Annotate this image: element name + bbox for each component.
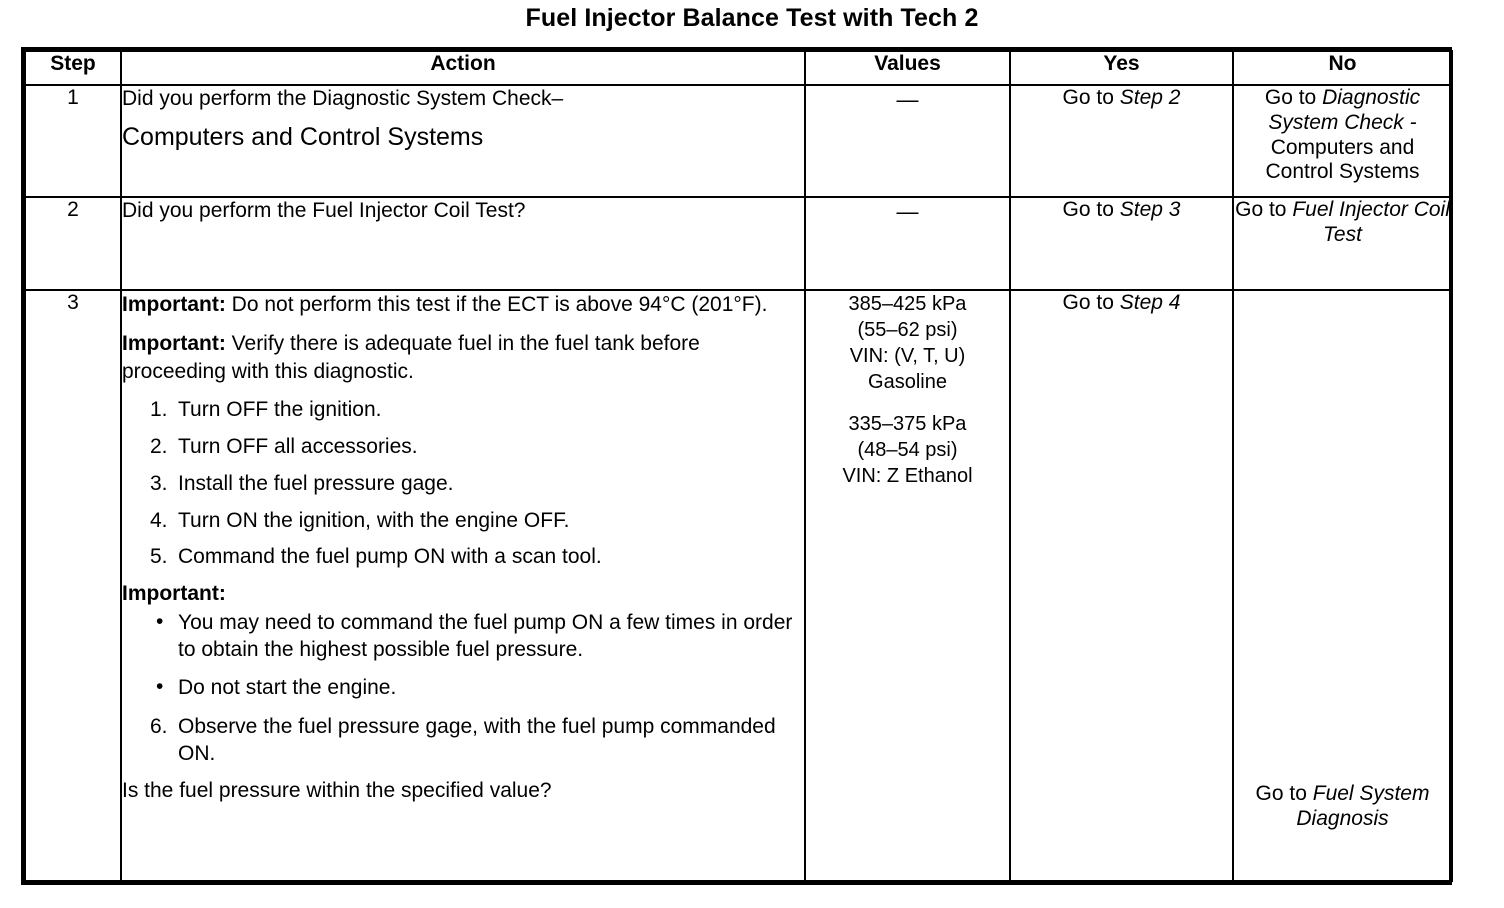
values-cell: —	[804, 84, 1011, 198]
action-cell: Important: Do not perform this test if t…	[120, 289, 806, 882]
list-item-text: Command the fuel pump ON with a scan too…	[178, 545, 602, 569]
yes-cell: Go to Step 2	[1009, 84, 1234, 198]
values-group-ethanol: 335–375 kPa (48–54 psi) VIN: Z Ethanol	[806, 411, 1009, 489]
values-dash: —	[896, 87, 919, 112]
list-item: 1. Turn OFF the ignition.	[122, 397, 804, 424]
table-row: 1 Did you perform the Diagnostic System …	[24, 84, 1453, 198]
no-goto-target-suffix[interactable]: Computers and Control Systems	[1265, 135, 1420, 184]
numbered-step-list-a: 1. Turn OFF the ignition. 2. Turn OFF all …	[122, 397, 804, 571]
yes-goto-target[interactable]: Step 2	[1119, 86, 1181, 109]
list-item-number: 2.	[150, 434, 168, 458]
action-text-line-1: Did you perform the Diagnostic System Ch…	[122, 87, 564, 110]
step-number-cell: 3	[24, 289, 122, 882]
no-cell: Go to Diagnostic System Check - Computer…	[1232, 84, 1453, 198]
yes-goto-prefix: Go to	[1062, 198, 1120, 221]
action-text-line-2: Computers and Control Systems	[122, 123, 484, 152]
list-item-number: 6.	[150, 715, 168, 739]
no-goto-target[interactable]: Fuel System Diagnosis	[1296, 782, 1430, 831]
important-note-1: Important: Do not perform this test if t…	[122, 291, 804, 318]
values-cell: —	[804, 196, 1011, 291]
column-header-step: Step	[24, 50, 122, 86]
values-line: Gasoline	[868, 371, 947, 393]
values-cell: 385–425 kPa (55–62 psi) VIN: (V, T, U) G…	[804, 289, 1011, 882]
action-question: Is the fuel pressure within the specifie…	[122, 779, 552, 803]
important-label: Important:	[122, 332, 226, 356]
list-item-text: You may need to command the fuel pump ON…	[178, 610, 793, 661]
list-item-text: Install the fuel pressure gage.	[178, 471, 454, 495]
action-cell: Did you perform the Fuel Injector Coil T…	[120, 196, 806, 291]
list-item-number: 3.	[150, 471, 168, 495]
list-item-number: 1.	[150, 397, 168, 421]
yes-goto-target[interactable]: Step 3	[1119, 198, 1181, 221]
table-header: Step Action Values Yes No	[24, 50, 1453, 86]
list-item: • You may need to command the fuel pump O…	[122, 610, 804, 664]
procedure-table-container: Step Action Values Yes No 1 Did you perf…	[21, 47, 1453, 885]
action-cell: Did you perform the Diagnostic System Ch…	[120, 84, 806, 198]
column-header-action: Action	[120, 50, 806, 86]
values-line: VIN: (V, T, U)	[849, 345, 966, 367]
important-text: Do not perform this test if the ECT is a…	[225, 293, 768, 316]
page-title: Fuel Injector Balance Test with Tech 2	[525, 4, 979, 32]
yes-goto-prefix: Go to	[1062, 86, 1120, 109]
list-item-number: 4.	[150, 508, 168, 532]
important-note-2: Important: Verify there is adequate fuel…	[122, 330, 804, 385]
values-dash: —	[896, 199, 919, 224]
important-note-3-label: Important:	[122, 582, 226, 606]
values-line: 335–375 kPa	[848, 413, 967, 435]
values-line: VIN: Z Ethanol	[842, 465, 973, 487]
no-cell: Go to Fuel Injector Coil Test	[1232, 196, 1453, 291]
column-header-no: No	[1232, 50, 1453, 86]
list-item-text: Turn ON the ignition, with the engine OF…	[178, 508, 570, 532]
no-goto-prefix: Go to	[1235, 198, 1293, 221]
no-cell: Go to Fuel System Diagnosis	[1232, 289, 1453, 882]
list-item: 4. Turn ON the ignition, with the engine …	[122, 508, 804, 535]
bullet-list: • You may need to command the fuel pump O…	[122, 610, 804, 703]
table-row: 2 Did you perform the Fuel Injector Coil…	[24, 196, 1453, 291]
step-number-cell: 2	[24, 196, 122, 291]
yes-goto-prefix: Go to	[1062, 291, 1120, 314]
yes-cell: Go to Step 3	[1009, 196, 1234, 291]
list-item-text: Turn OFF all accessories.	[178, 434, 418, 458]
list-item: 3. Install the fuel pressure gage.	[122, 471, 804, 498]
step-number-cell: 1	[24, 84, 122, 198]
important-label: Important:	[122, 293, 226, 316]
list-item-number: 5.	[150, 545, 168, 569]
no-goto-target[interactable]: Fuel Injector Coil Test	[1292, 198, 1450, 246]
list-item: 6. Observe the fuel pressure gage, with t…	[122, 714, 804, 768]
list-item-text: Observe the fuel pressure gage, with the…	[178, 715, 776, 766]
values-group-gasoline: 385–425 kPa (55–62 psi) VIN: (V, T, U) G…	[806, 291, 1009, 395]
yes-goto-target[interactable]: Step 4	[1119, 291, 1181, 314]
action-text: Did you perform the Fuel Injector Coil T…	[122, 199, 526, 222]
numbered-step-list-b: 6. Observe the fuel pressure gage, with t…	[122, 714, 804, 768]
list-item-text: Do not start the engine.	[178, 676, 397, 700]
no-goto-prefix: Go to	[1264, 86, 1323, 109]
values-line: (55–62 psi)	[857, 319, 958, 341]
list-item: 5. Command the fuel pump ON with a scan t…	[122, 544, 804, 571]
no-goto-prefix: Go to	[1255, 782, 1313, 806]
bullet-icon: •	[156, 675, 164, 699]
no-goto-target[interactable]: Diagnostic System Check -	[1268, 86, 1421, 134]
bullet-icon: •	[156, 609, 164, 633]
column-header-yes: Yes	[1009, 50, 1234, 86]
list-item-text: Turn OFF the ignition.	[178, 397, 382, 421]
table-row: 3 Important: Do not perform this test if…	[24, 289, 1453, 882]
yes-cell: Go to Step 4	[1009, 289, 1234, 882]
values-group-spacer	[806, 395, 1009, 411]
table-header-row: Step Action Values Yes No	[24, 50, 1453, 86]
procedure-table: Step Action Values Yes No 1 Did you perf…	[24, 50, 1453, 882]
values-line: (48–54 psi)	[857, 439, 958, 461]
important-text: Verify there is adequate fuel in the fue…	[122, 332, 700, 383]
values-line: 385–425 kPa	[848, 293, 967, 315]
list-item: 2. Turn OFF all accessories.	[122, 434, 804, 461]
list-item: • Do not start the engine.	[122, 675, 804, 702]
table-body: 1 Did you perform the Diagnostic System …	[24, 84, 1453, 882]
column-header-values: Values	[804, 50, 1011, 86]
